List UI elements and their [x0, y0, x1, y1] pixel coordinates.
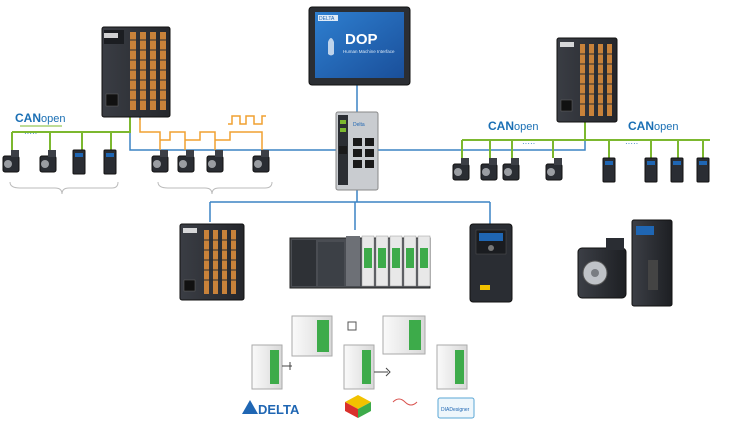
modular-plc-rack [289, 235, 431, 289]
signal-icon [392, 398, 418, 406]
hmi-brand: DELTA [319, 16, 335, 22]
chip-icon [347, 321, 357, 331]
small-plc-cluster [251, 315, 468, 406]
right-canopen-bus: CANopen CANopen ····· ····· [461, 119, 710, 158]
small-plc-top-left [291, 315, 333, 357]
svg-text:·····: ····· [522, 139, 535, 148]
plc-controller-middle [179, 223, 245, 301]
small-plc-left [251, 344, 283, 390]
small-plc-top-right [382, 315, 426, 355]
servo-motor [177, 150, 195, 173]
left-canopen-bus: CANopen ····· [11, 111, 131, 150]
servo-drive [72, 149, 86, 175]
servo-motor [151, 150, 169, 173]
diadesigner-label: DIADesigner [441, 407, 470, 413]
hmi-touch-panel: DELTA DOP Human Machine Interface [308, 6, 411, 86]
servo-drive [644, 157, 658, 183]
canopen-label-right-1: CANopen [488, 119, 538, 133]
plc-controller-top-left [101, 26, 171, 118]
delta-logo-text: DELTA [258, 402, 300, 417]
servo-motor [545, 158, 563, 181]
ac-motor-drive [469, 223, 513, 303]
left-pulse-wiring [139, 115, 266, 150]
canopen-label-left: CANopen [15, 111, 65, 125]
canopen-label-right-2: CANopen [628, 119, 678, 133]
delta-logo: DELTA [242, 400, 300, 417]
servo-drive [103, 149, 117, 175]
servo-drive [670, 157, 684, 183]
hand-icon [328, 38, 334, 56]
svg-text:·····: ····· [24, 129, 37, 138]
svg-text:·····: ····· [625, 139, 638, 148]
servo-drive-group [2, 149, 710, 183]
ethernet-switch: Delta [335, 111, 379, 191]
diadesigner-software-icon: DIADesigner [437, 397, 475, 419]
servo-drive [602, 157, 616, 183]
hmi-title: DOP [345, 31, 378, 48]
servo-motor [39, 150, 57, 173]
left-group-brackets [9, 181, 273, 195]
hmi-subtitle: Human Machine Interface [343, 49, 395, 54]
servo-motor [502, 158, 520, 181]
cube-software-icon [345, 395, 371, 418]
servo-motor-and-drive [577, 219, 673, 307]
servo-motor [2, 150, 20, 173]
servo-motor [452, 158, 470, 181]
small-plc-right [436, 344, 468, 390]
switch-brand: Delta [353, 122, 365, 128]
servo-motor [252, 150, 270, 173]
servo-motor [206, 150, 224, 173]
small-plc-center [343, 344, 375, 390]
plc-controller-top-right [556, 37, 618, 123]
servo-drive [696, 157, 710, 183]
servo-motor [480, 158, 498, 181]
